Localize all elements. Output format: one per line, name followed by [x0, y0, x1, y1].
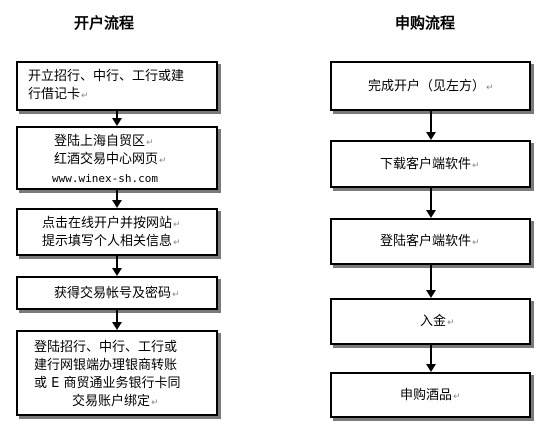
- left-step-1-line-2: 行借记卡: [28, 87, 81, 102]
- right-flow-title: 申购流程: [395, 14, 456, 32]
- left-flow-title: 开户流程: [74, 14, 135, 32]
- left-step-2-line-3: www.winex-sh.com: [52, 172, 158, 185]
- paragraph-mark-icon: ↵: [159, 156, 167, 166]
- left-step-5-line-4: 交易账户绑定: [72, 394, 151, 409]
- paragraph-mark-icon: ↵: [146, 138, 154, 148]
- paragraph-mark-icon: ↵: [447, 318, 455, 328]
- left-step-2-line-1: 登陆上海自贸区: [54, 134, 146, 149]
- left-step-1: 开立招行、中行、工行或建 行借记卡↵: [16, 61, 218, 111]
- right-step-5-line-1: 申购酒品: [400, 388, 453, 403]
- paragraph-mark-icon: ↵: [472, 238, 480, 248]
- right-step-3-line-1: 登陆客户端软件: [380, 234, 472, 249]
- left-step-5-line-3: 或 E 商贸通业务银行卡同: [34, 376, 181, 391]
- left-step-1-line-1: 开立招行、中行、工行或建: [28, 69, 185, 84]
- right-step-4-line-1: 入金: [420, 314, 447, 329]
- right-step-1-line-1: 完成开户（见左方）: [368, 79, 486, 94]
- left-step-5-line-1: 登陆招行、中行、工行或: [34, 340, 178, 355]
- left-step-5: 登陆招行、中行、工行或 建行网银端办理银商转账 或 E 商贸通业务银行卡同 交易…: [16, 330, 218, 416]
- right-step-5: 申购酒品↵: [330, 372, 531, 418]
- left-step-3-line-2: 提示填写个人相关信息: [42, 234, 173, 249]
- right-step-2-line-1: 下载客户端软件: [380, 157, 472, 172]
- left-step-3: 点击在线开户并按网站↵ 提示填写个人相关信息↵: [16, 208, 218, 256]
- left-step-4-line-1: 获得交易帐号及密码: [54, 286, 172, 301]
- left-step-3-line-1: 点击在线开户并按网站: [42, 216, 173, 231]
- right-step-4: 入金↵: [330, 298, 531, 345]
- left-step-2: 登陆上海自贸区↵ 红酒交易中心网页↵ www.winex-sh.com: [16, 126, 218, 190]
- left-step-4: 获得交易帐号及密码↵: [16, 276, 218, 310]
- paragraph-mark-icon: ↵: [81, 91, 89, 101]
- left-step-2-line-2: 红酒交易中心网页: [54, 152, 159, 167]
- right-step-2: 下载客户端软件↵: [330, 140, 531, 188]
- paragraph-mark-icon: ↵: [151, 398, 159, 408]
- left-step-5-line-2: 建行网银端办理银商转账: [34, 358, 178, 373]
- paragraph-mark-icon: ↵: [172, 290, 180, 300]
- right-step-1: 完成开户（见左方）↵: [330, 61, 531, 111]
- paragraph-mark-icon: ↵: [486, 83, 494, 93]
- right-step-3: 登陆客户端软件↵: [330, 218, 531, 265]
- paragraph-mark-icon: ↵: [173, 238, 181, 248]
- paragraph-mark-icon: ↵: [173, 220, 181, 230]
- paragraph-mark-icon: ↵: [453, 392, 461, 402]
- paragraph-mark-icon: ↵: [472, 161, 480, 171]
